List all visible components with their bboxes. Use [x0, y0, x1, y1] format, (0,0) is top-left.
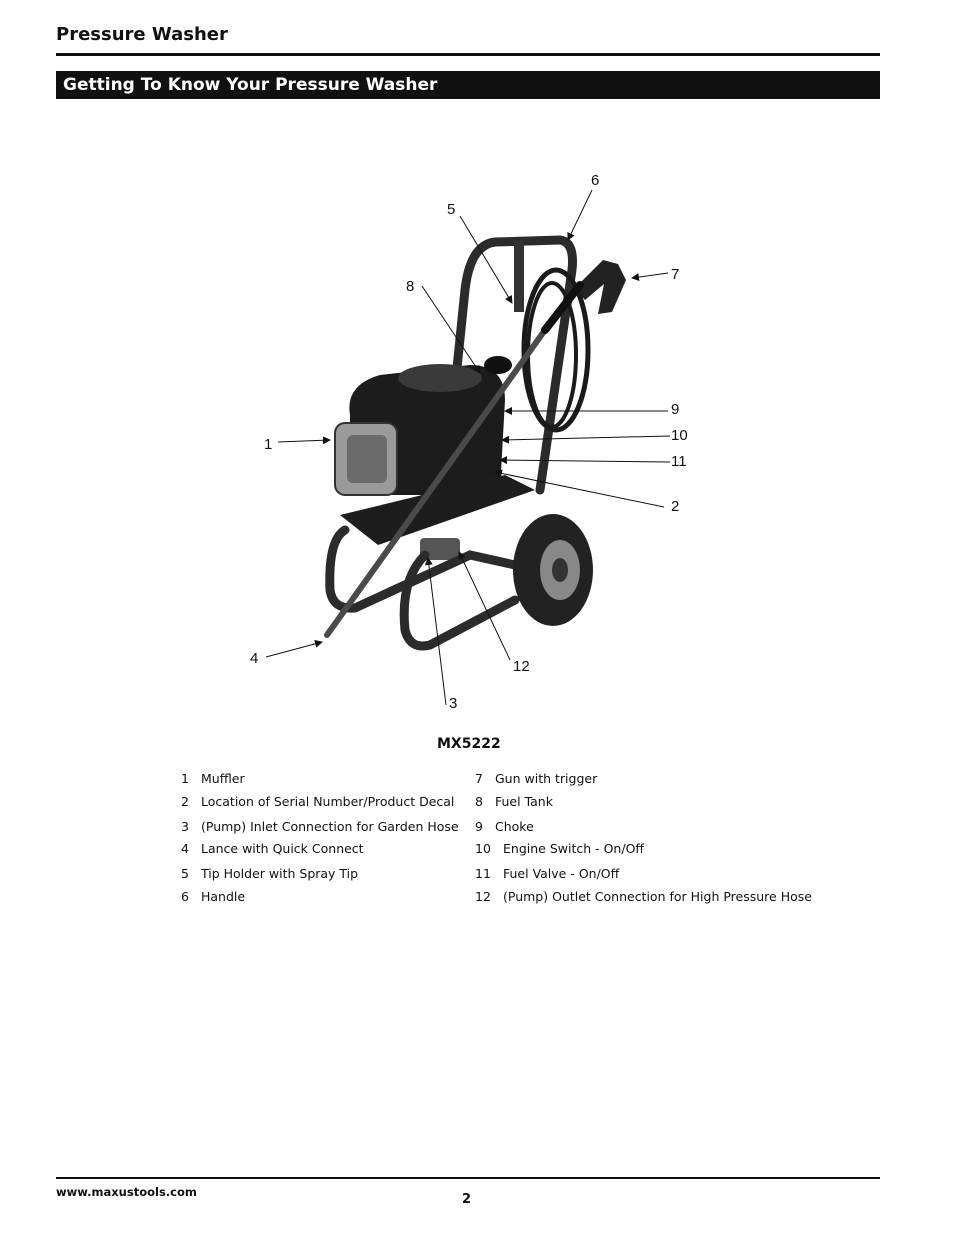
legend-label: Fuel Valve - On/Off	[503, 866, 620, 881]
pressure-washer-illustration	[265, 189, 671, 706]
callout-6: 6	[591, 172, 600, 189]
callout-11: 11	[671, 453, 687, 470]
callout-12: 12	[513, 658, 530, 675]
model-number: MX5222	[437, 736, 501, 752]
callout-8: 8	[406, 278, 415, 295]
legend-number: 8	[475, 794, 483, 809]
legend-label: Gun with trigger	[495, 771, 598, 786]
legend-number: 7	[475, 771, 483, 786]
callout-1: 1	[264, 436, 273, 453]
legend-label: Choke	[495, 819, 534, 834]
legend-number: 2	[181, 794, 189, 809]
legend-label: Muffler	[201, 771, 245, 786]
legend-label: Engine Switch - On/Off	[503, 841, 645, 856]
callout-3: 3	[449, 695, 458, 712]
legend-number: 10	[475, 841, 491, 856]
callout-9: 9	[671, 401, 680, 418]
legend-label: Fuel Tank	[495, 794, 553, 809]
legend-number: 1	[181, 771, 189, 786]
section-title-bar: Getting To Know Your Pressure Washer	[56, 71, 880, 99]
callout-5: 5	[447, 201, 456, 218]
legend-number: 3	[181, 819, 189, 834]
callout-7: 7	[671, 266, 680, 283]
legend-label: Lance with Quick Connect	[201, 841, 364, 856]
pressure-washer-figure: 1 2 3 4 5 6 7 8 9 10 11 12	[0, 160, 954, 720]
legend-number: 5	[181, 866, 189, 881]
footer-url: www.maxustools.com	[56, 1185, 197, 1199]
callout-4: 4	[250, 650, 259, 667]
legend-number: 6	[181, 889, 189, 904]
legend-number: 12	[475, 889, 491, 904]
legend-label: Handle	[201, 889, 246, 904]
callout-10: 10	[671, 427, 688, 444]
legend-label: Location of Serial Number/Product Decal	[201, 794, 455, 809]
footer-divider	[56, 1177, 880, 1179]
callout-2: 2	[671, 498, 680, 515]
legend-label: Tip Holder with Spray Tip	[201, 866, 359, 881]
header-divider	[56, 53, 880, 56]
legend-number: 9	[475, 819, 483, 834]
legend-label: (Pump) Inlet Connection for Garden Hose	[201, 819, 459, 834]
legend-label: (Pump) Outlet Connection for High Pressu…	[503, 889, 812, 904]
page-number: 2	[462, 1192, 472, 1207]
legend-number: 4	[181, 841, 189, 856]
page-header-title: Pressure Washer	[56, 24, 228, 45]
legend-number: 11	[475, 866, 491, 881]
